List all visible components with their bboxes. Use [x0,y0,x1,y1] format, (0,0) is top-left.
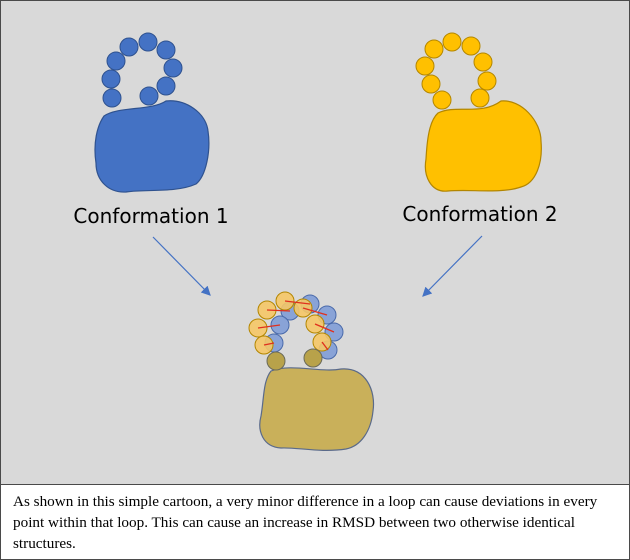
diagram-panel: Conformation 1 Conformation 2 [1,1,629,485]
diagram-canvas: Conformation 1 Conformation 2 [73,32,558,451]
conformation-2-loop [415,32,497,110]
conformation-1-body [94,100,210,193]
conformation-1-loop [101,32,183,108]
arrow-down-left-icon [422,235,483,297]
deviation-lines [257,300,335,351]
conformation-1-label: Conformation 1 [73,204,228,228]
figure-caption: As shown in this simple cartoon, a very … [13,493,598,552]
conformation-2-structure [415,32,542,192]
overlay-shared-beads [266,348,323,371]
overlay-structure [248,291,375,451]
overlay-body [259,367,375,451]
arrow-down-right-icon [152,236,211,296]
conformation-2-body [424,100,542,192]
conformation-2-label: Conformation 2 [402,202,557,226]
conformation-1-structure [94,32,210,193]
